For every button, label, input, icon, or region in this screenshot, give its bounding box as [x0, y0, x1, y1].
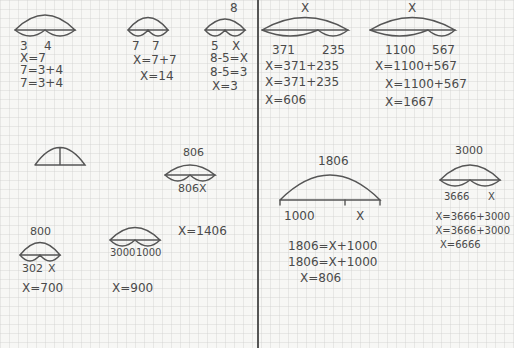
handwritten-number: 1000 [284, 210, 315, 222]
handwritten-equation: X=7+7 [133, 54, 177, 66]
handwritten-number: 3000 [110, 248, 135, 258]
handwritten-equation: X=806 [300, 272, 341, 284]
handwritten-number: X [488, 192, 495, 202]
handwritten-number: 302 [22, 263, 43, 274]
handwritten-equation: X=1100+567 [385, 78, 467, 90]
handwritten-number: 3666 [444, 192, 469, 202]
handwritten-number: 1000 [136, 248, 161, 258]
handwritten-number: 4 [44, 40, 52, 52]
handwritten-number: X [301, 2, 309, 14]
handwritten-number: 7 [152, 40, 160, 52]
handwritten-equation: X=3 [212, 80, 238, 92]
handwritten-equation: 8-5=3 [210, 66, 247, 78]
handwritten-equation: X=3666+3000 [435, 226, 510, 236]
handwritten-equation: X=3666+3000 [435, 212, 510, 222]
handwritten-number: X [408, 2, 416, 14]
handwritten-equation: 7=3+4 [20, 64, 63, 76]
handwritten-number: 8 [230, 2, 238, 14]
handwritten-equation: 1806=X+1000 [288, 240, 377, 252]
handwritten-equation: X=1667 [385, 96, 434, 108]
handwritten-number: X [356, 210, 364, 222]
handwritten-equation: 7=3+4 [20, 77, 63, 89]
handwritten-equation: X=606 [265, 94, 306, 106]
handwritten-number: 567 [432, 44, 455, 56]
handwritten-number: 371 [272, 44, 295, 56]
handwritten-number: 806 [183, 147, 204, 158]
handwritten-number: 3 [20, 40, 28, 52]
handwritten-number: 800 [30, 226, 51, 237]
handwritten-equation: 1806=X+1000 [288, 256, 377, 268]
handwritten-number: X [48, 263, 56, 274]
handwritten-equation: X=6666 [440, 240, 481, 250]
handwritten-number: 3000 [455, 145, 483, 156]
handwritten-equation: X=900 [112, 282, 153, 294]
handwritten-equation: X=700 [22, 282, 63, 294]
handwritten-number: 7 [132, 40, 140, 52]
handwritten-equation: X=1100+567 [375, 60, 457, 72]
handwritten-number: X [232, 40, 240, 52]
handwritten-number: 235 [322, 44, 345, 56]
handwritten-number: 1100 [385, 44, 416, 56]
handwritten-number: 806X [178, 183, 207, 194]
handwritten-equation: X=7 [20, 52, 46, 64]
handwritten-equation: X=1406 [178, 225, 227, 237]
handwritten-equation: X=371+235 [265, 76, 339, 88]
handwritten-equation: 8-5=X [210, 52, 248, 64]
handwritten-number: 5 [211, 40, 219, 52]
handwritten-equation: X=14 [140, 70, 174, 82]
handwritten-number: 1806 [318, 155, 349, 167]
handwritten-equation: X=371+235 [265, 60, 339, 72]
